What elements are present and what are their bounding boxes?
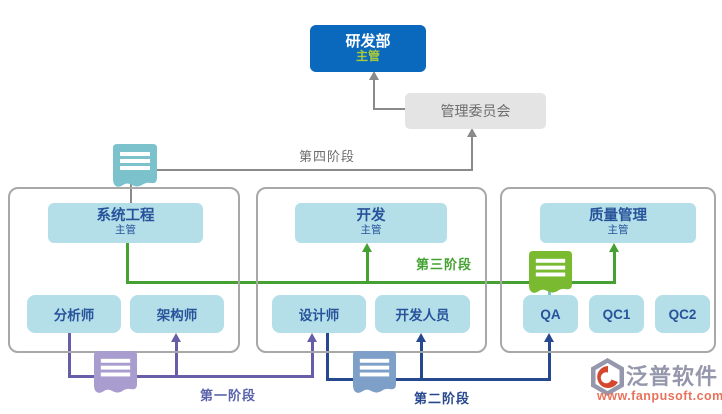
analyst-label: 分析师 [53,308,95,323]
phase4-document-icon [113,144,157,187]
management-committee-label: 管理委员会 [440,103,511,119]
system-engineering-title: 系统工程 [96,208,155,225]
designer-label: 设计师 [298,308,340,323]
node-management-committee: 管理委员会 [405,93,546,129]
node-system-engineering-lead: 系统工程 主管 [48,203,203,243]
phase1-branch-v [175,342,178,376]
phase1-label: 第一阶段 [199,388,256,403]
node-development-lead: 开发 主管 [295,203,447,243]
phase2-line-start-v [326,333,329,381]
phase3-end-v [613,252,616,282]
qc1-label: QC1 [602,306,631,322]
phase3-document-icon [528,251,573,293]
phase3-label: 第三阶段 [415,257,472,272]
arrow-into-architect-icon [171,333,181,342]
node-analyst: 分析师 [27,295,121,333]
phase2-label: 第二阶段 [413,391,470,406]
phase1-line-start-v [68,333,71,378]
committee-to-dept-line-h [373,108,405,110]
phase3-line-start-v [126,243,129,284]
node-quality-lead: 质量管理 主管 [540,203,696,243]
arrow-into-designer-icon [307,333,317,342]
node-qa: QA [523,295,578,333]
node-qc2: QC2 [655,295,710,333]
phase2-line-h [326,378,551,381]
arrow-into-dept-icon [369,71,379,80]
group-quality [500,187,716,353]
doc4-to-lead1-line [130,176,132,204]
phase2-branch-v [420,342,423,379]
arrow-into-quality-lead-icon [609,243,619,252]
node-developer: 开发人员 [375,295,470,333]
phase4-label: 第四阶段 [298,149,355,164]
phase3-line-h [126,281,616,284]
architect-label: 架构师 [156,308,198,323]
phase3-branch-v [366,252,369,282]
phase1-end-v [311,342,314,376]
arrow-into-committee-icon [467,128,477,137]
committee-to-dept-line-v [373,79,375,110]
system-engineering-subtitle: 主管 [115,224,136,237]
phase4-line-v [471,136,473,171]
development-title: 开发 [356,208,386,225]
rnd-department-subtitle: 主管 [355,49,380,64]
developer-label: 开发人员 [395,308,450,323]
phase4-line-h [157,169,473,171]
phase2-document-icon [352,351,397,393]
node-architect: 架构师 [130,295,224,333]
qc2-label: QC2 [668,306,697,322]
arrow-into-developer-icon [416,333,426,342]
development-subtitle: 主管 [360,224,382,237]
qa-label: QA [540,306,561,322]
fanpu-logo-icon [591,358,624,396]
node-rnd-department: 研发部 主管 [310,25,426,72]
node-designer: 设计师 [272,295,366,333]
rnd-department-title: 研发部 [345,32,391,50]
fanpu-logo-text: 泛普软件 [626,364,719,389]
phase1-line-h [68,375,314,378]
quality-title: 质量管理 [589,208,647,225]
arrow-into-qa-icon [544,333,554,342]
fanpu-logo-url[interactable]: www.fanpusoft.com [597,389,722,403]
phase2-end-v [548,342,551,379]
arrow-into-dev-lead-icon [362,243,372,252]
quality-subtitle: 主管 [607,224,629,237]
node-qc1: QC1 [589,295,644,333]
phase1-document-icon [93,351,138,393]
